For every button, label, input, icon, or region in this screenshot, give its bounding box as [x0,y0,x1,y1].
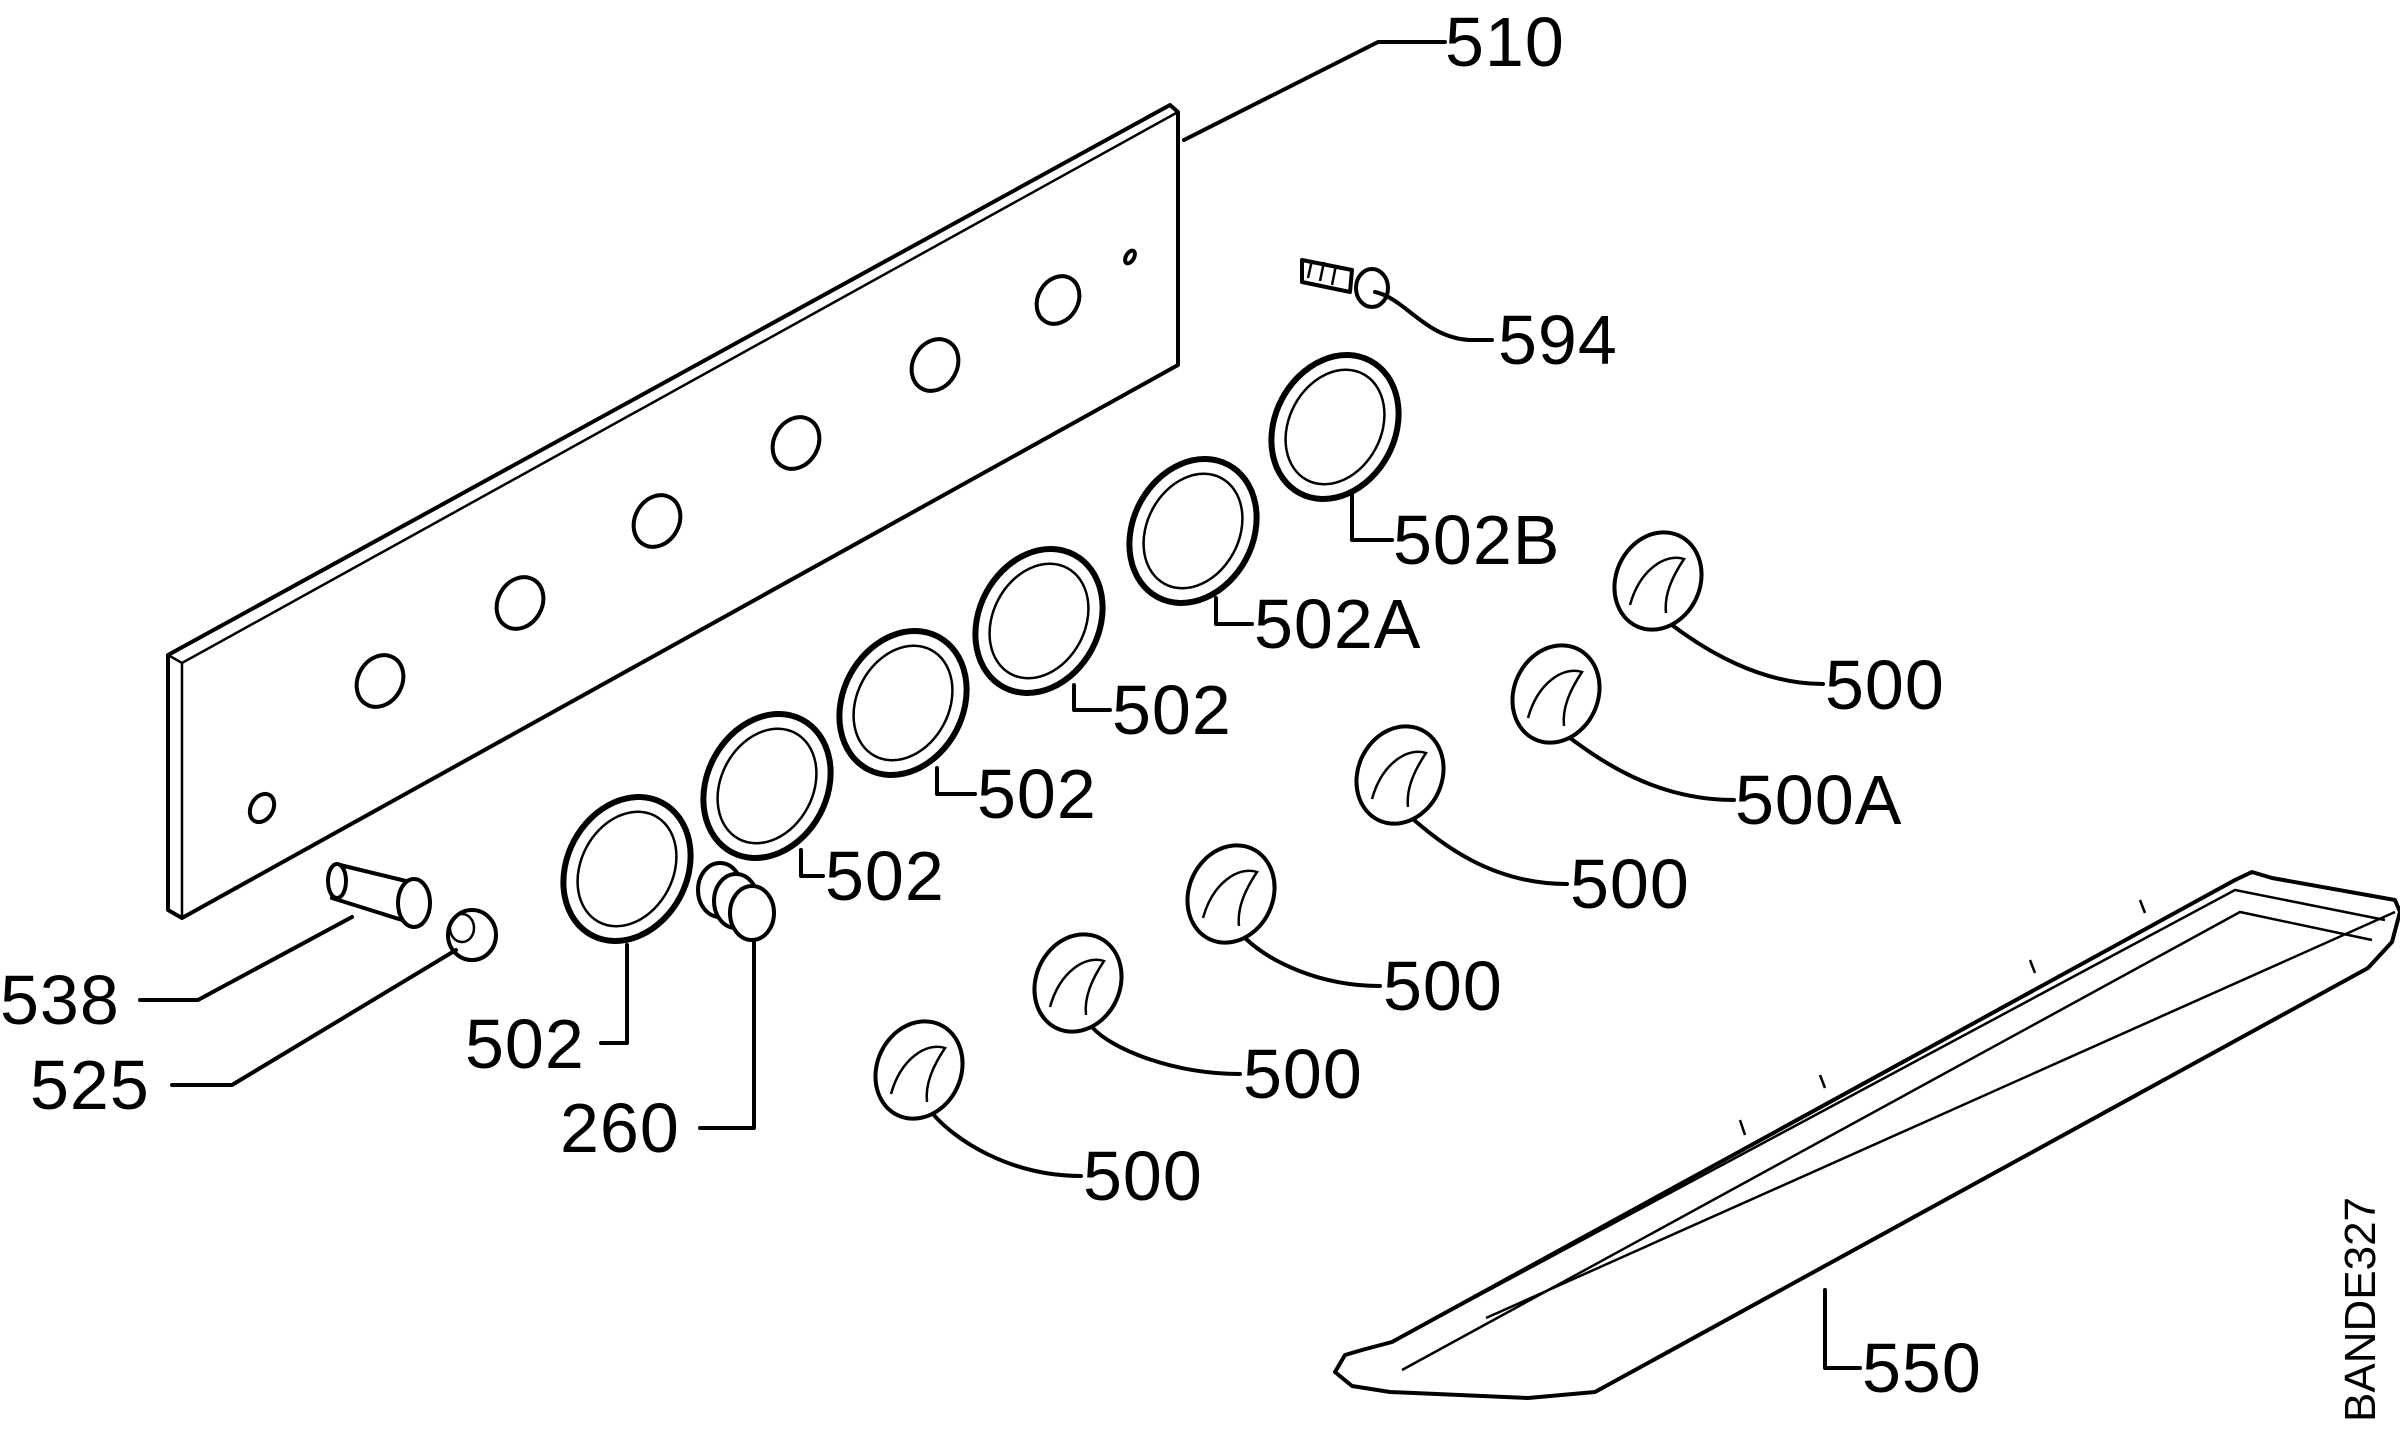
trim-strip-550 [1333,870,2400,1400]
label-500-2: 500 [1570,845,1690,923]
shaft-538 [326,862,432,929]
figure-code: BANDE327 [2336,1197,2385,1422]
label-500-4: 500 [1243,1035,1363,1113]
label-500A: 500A [1735,761,1902,839]
knobs-500 [873,530,1704,1121]
spring-260 [696,861,776,942]
label-502-3: 502 [825,837,945,915]
leader-lines [138,40,1862,1370]
bezel-rings-502 [560,352,1402,944]
label-502B: 502B [1393,501,1560,579]
cap-525 [446,908,498,962]
label-525: 525 [30,1046,150,1124]
label-502-2: 502 [977,755,1097,833]
label-502A: 502A [1254,585,1421,663]
bolt-594 [1300,258,1390,309]
label-594: 594 [1498,301,1618,379]
control-panel-510 [166,103,1180,920]
label-500-3: 500 [1383,947,1503,1025]
label-510: 510 [1445,3,1565,81]
label-500-1: 500 [1825,646,1945,724]
label-502-1: 502 [1112,671,1232,749]
part-labels: 510 594 502B 502A 502 502 502 502 500 50… [0,3,1982,1407]
label-260: 260 [560,1089,680,1167]
label-500-5: 500 [1083,1137,1203,1215]
label-538: 538 [0,961,120,1039]
label-502-4: 502 [465,1005,585,1083]
label-550: 550 [1862,1329,1982,1407]
